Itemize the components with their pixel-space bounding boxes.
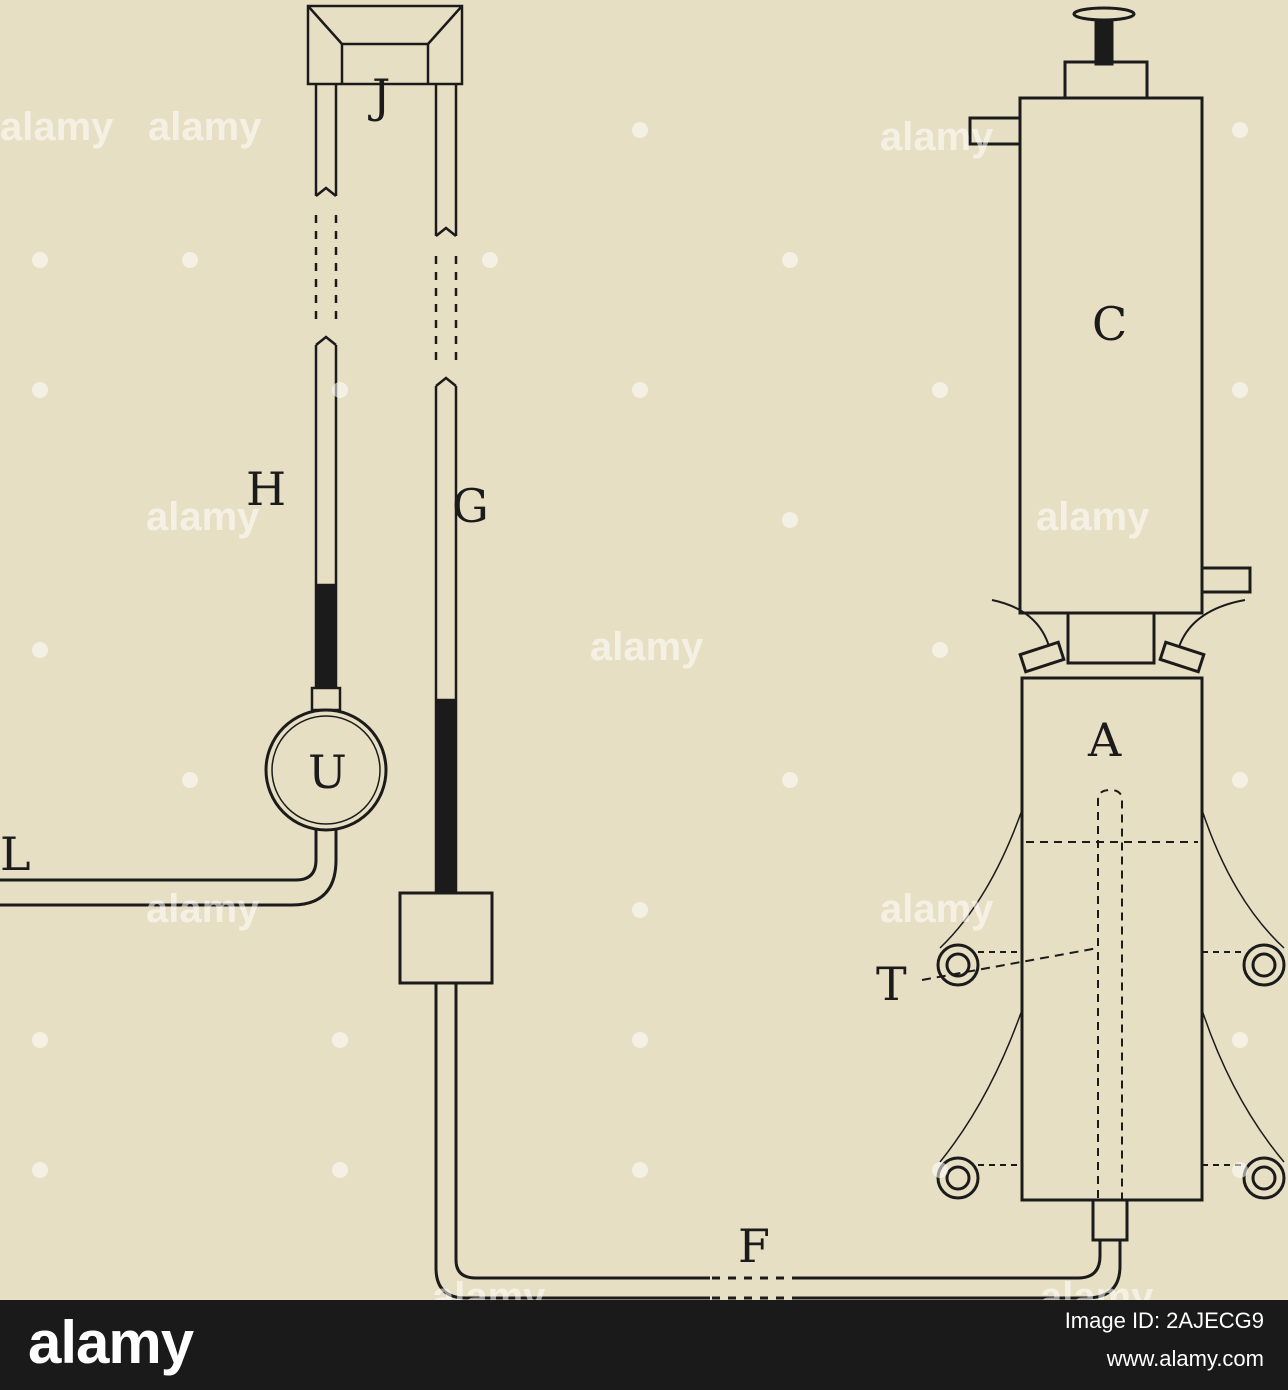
coupling-block (398, 891, 494, 985)
tube-g (434, 84, 458, 895)
apparatus-diagram: J C H G U A L T F alamy alamy alamy alam… (0, 4, 1286, 1300)
neck-connector (991, 599, 1246, 674)
watermark-text: alamy (146, 887, 260, 931)
watermark-text: alamy (880, 115, 994, 159)
label-l: L (0, 827, 31, 881)
label-f: F (738, 1219, 770, 1273)
watermark-text: alamy (590, 625, 704, 669)
label-u: U (308, 745, 347, 799)
tube-f (434, 983, 1122, 1300)
label-t: T (876, 957, 907, 1011)
label-a: A (1087, 713, 1122, 767)
vessel-c (968, 6, 1252, 615)
watermark-text: alamy (0, 105, 114, 149)
image-id-label: Image ID: 2AJECG9 (1064, 1308, 1264, 1333)
clamp-rings (936, 809, 1286, 1200)
watermark-text: alamy (1040, 1275, 1154, 1300)
watermark-text: alamy (1036, 495, 1150, 539)
label-c: C (1092, 297, 1127, 351)
watermark-text: alamy (880, 887, 994, 931)
connector-j (306, 4, 464, 86)
watermark-text: alamy (148, 105, 262, 149)
site-url: www.alamy.com (1106, 1346, 1264, 1371)
stock-footer-bar: alamy Image ID: 2AJECG9 www.alamy.com (0, 1300, 1288, 1390)
tube-l (0, 830, 338, 907)
watermark-text: alamy (432, 1275, 546, 1300)
tube-h (310, 84, 342, 712)
label-g: G (452, 479, 489, 533)
drain-fitting (1091, 1198, 1129, 1242)
watermark-text: alamy (146, 495, 260, 539)
label-h: H (246, 462, 286, 516)
bulb-u (264, 708, 388, 832)
label-j: J (368, 69, 390, 123)
watermark-overlay: alamy alamy alamy alamy alamy alamy alam… (0, 105, 1248, 1300)
vessel-a (1020, 676, 1204, 1202)
brand-logo: alamy (28, 1309, 194, 1376)
